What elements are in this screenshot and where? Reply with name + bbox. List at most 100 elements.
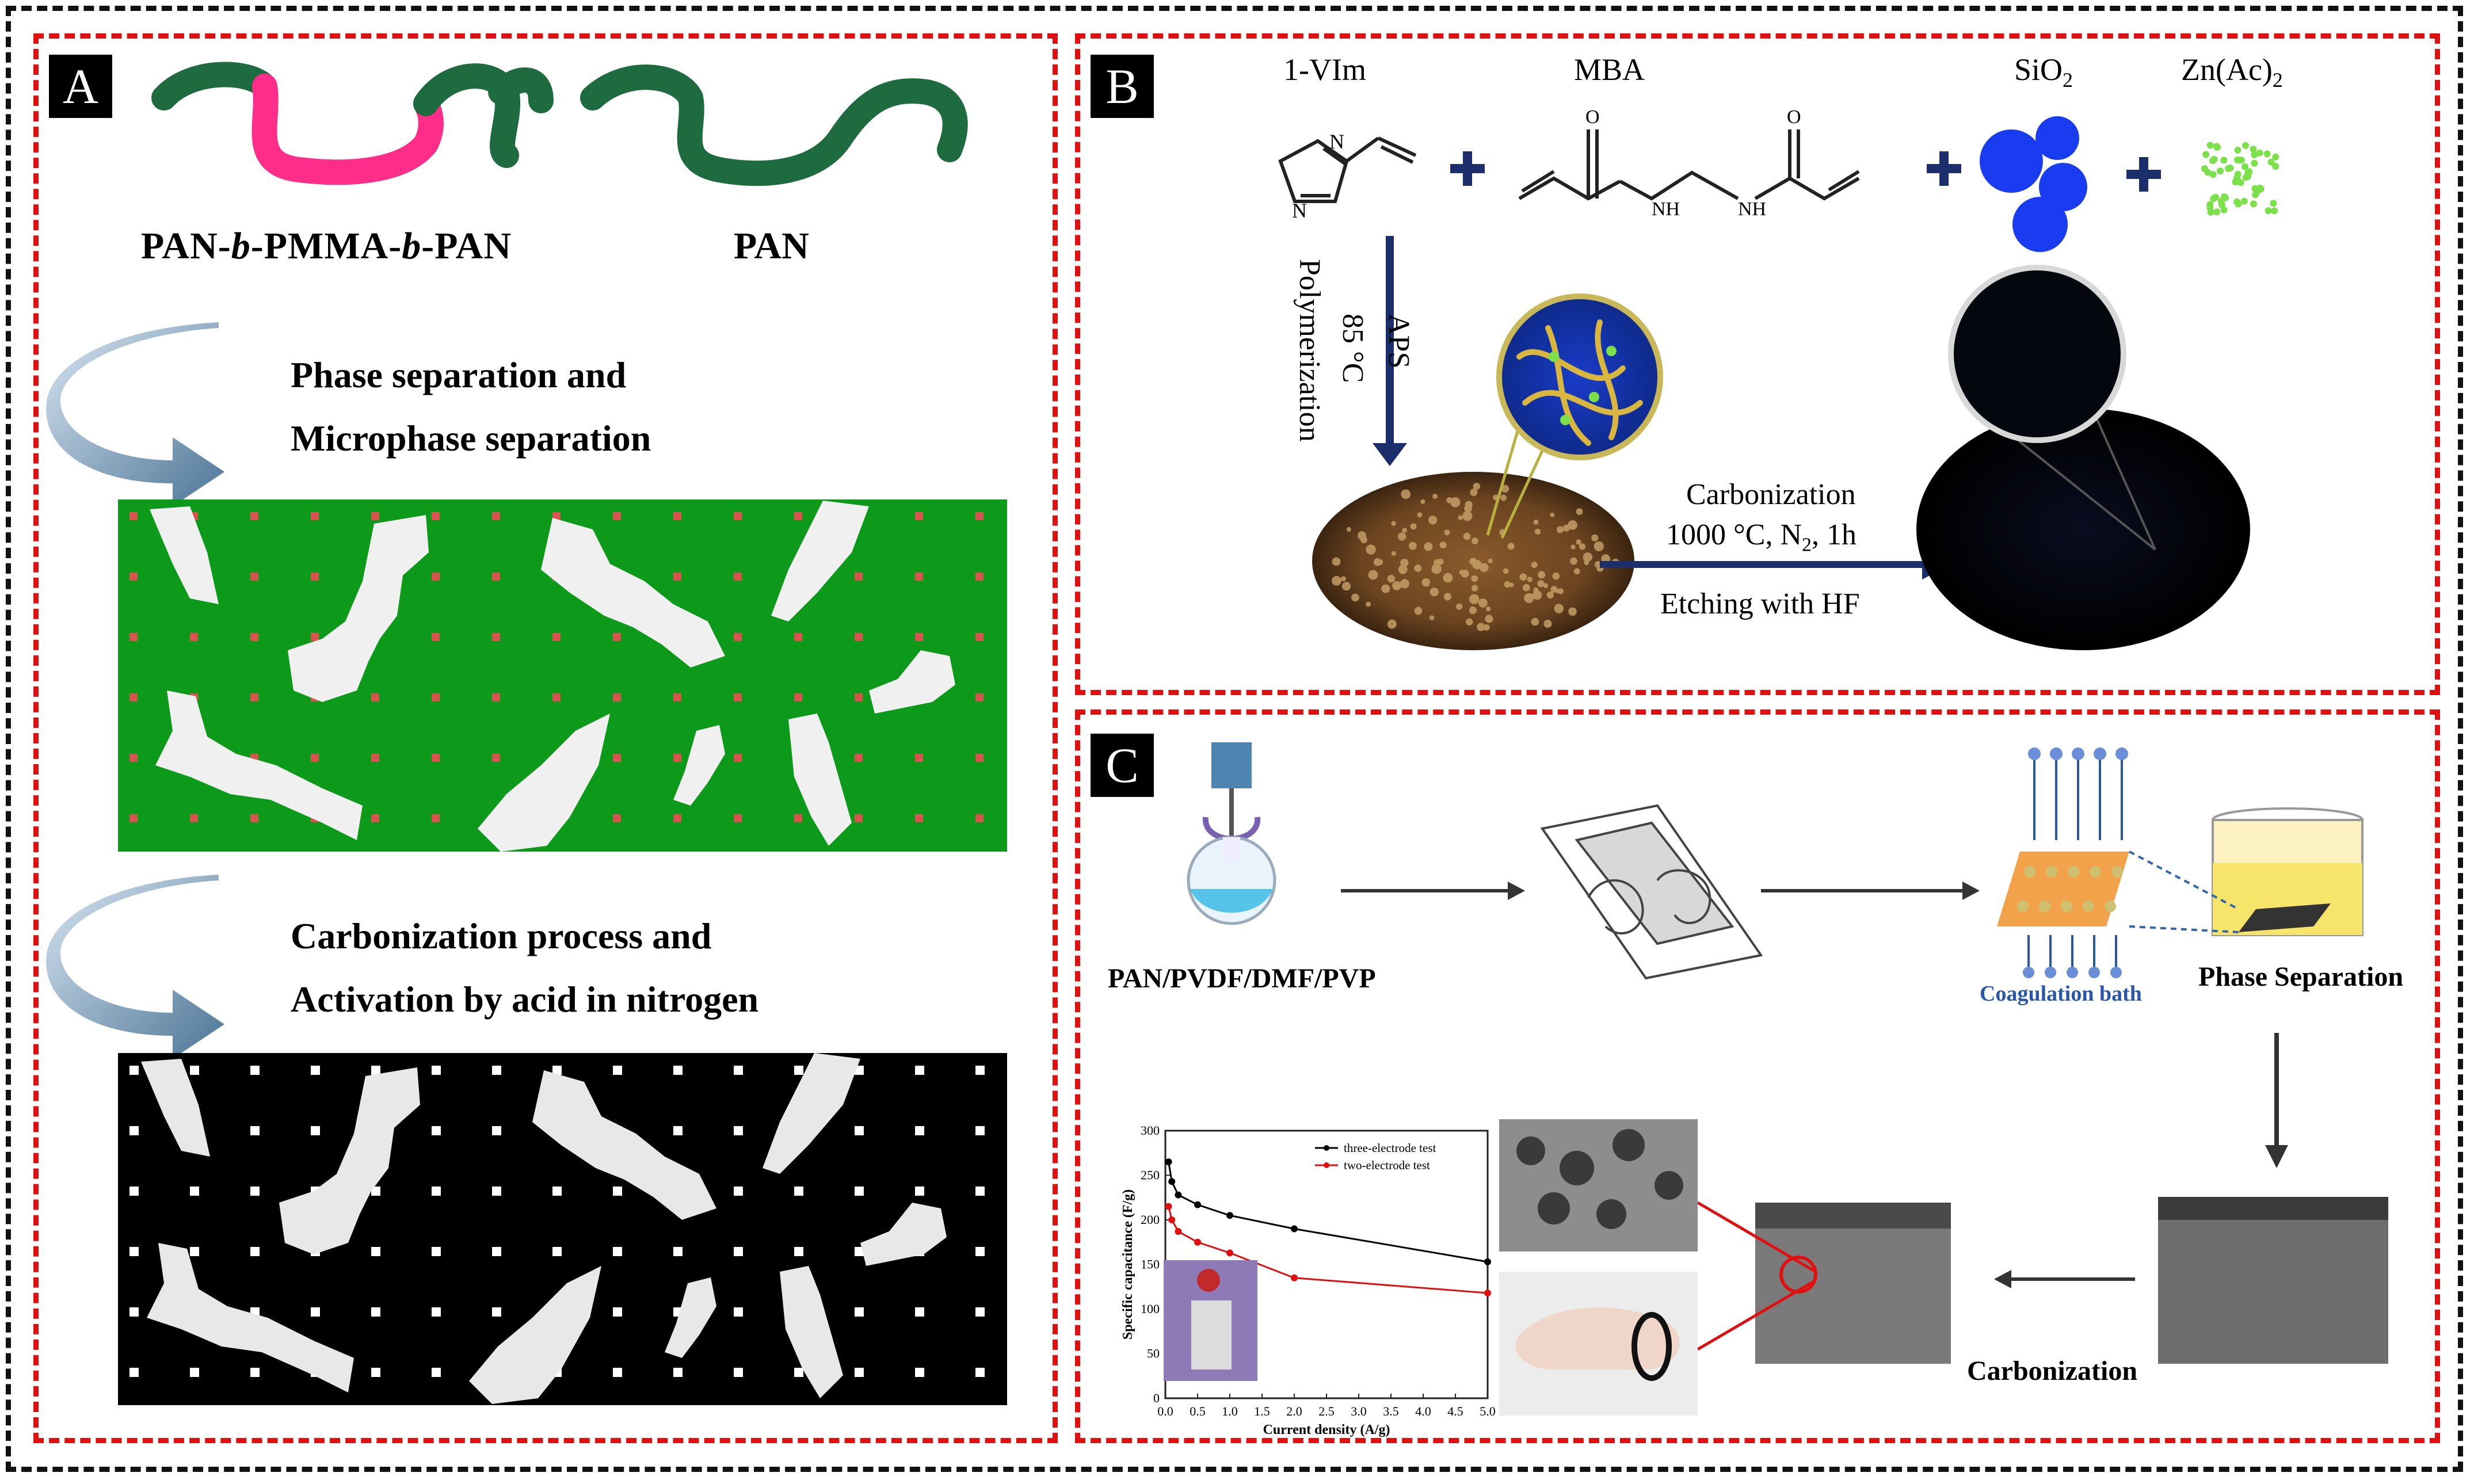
micropore-dot	[855, 814, 863, 822]
curved-arrow-icon	[46, 875, 224, 1059]
micropore-dot	[432, 1307, 441, 1317]
powder-grain	[1552, 572, 1560, 580]
micropore-dot	[492, 1066, 501, 1075]
sem-membrane-image	[2158, 1197, 2388, 1364]
x-tick-label: 3.5	[1383, 1404, 1399, 1418]
zn-dot	[2213, 143, 2220, 150]
data-point	[1291, 1225, 1298, 1233]
data-point	[1168, 1216, 1176, 1223]
polymer-bead	[2061, 901, 2072, 912]
micropore-dot	[190, 814, 198, 822]
micropore-dot	[371, 1187, 380, 1196]
micropore-dot	[250, 1126, 260, 1135]
micropore-dot	[915, 573, 923, 581]
powder-grain	[1556, 526, 1564, 533]
micropore-dot	[492, 1247, 501, 1256]
powder-grain	[1381, 584, 1390, 593]
powder-grain	[1503, 568, 1509, 574]
legend-marker	[1324, 1162, 1329, 1168]
micropore-dot	[129, 1247, 139, 1256]
powder-grain	[1463, 532, 1471, 540]
step1-line1: Phase separation and	[291, 354, 627, 395]
powder-grain	[1387, 575, 1396, 583]
micropore-dot	[311, 512, 319, 520]
powder-grain	[1341, 576, 1347, 582]
step2-line2: Activation by acid in nitrogen	[291, 979, 759, 1020]
x-tick-label: 2.5	[1318, 1404, 1335, 1418]
powder-grain	[1533, 519, 1539, 525]
zn-dot	[2271, 207, 2278, 215]
polymer-bead	[2024, 866, 2035, 878]
y-tick-label: 100	[1141, 1302, 1160, 1316]
micropore-dot	[250, 1066, 260, 1075]
etching-label: Etching with HF	[1660, 588, 1860, 620]
zn-dot	[2207, 208, 2214, 216]
polymer-bead	[2068, 866, 2079, 878]
polymer-bead	[2083, 901, 2094, 912]
powder-grain	[1346, 527, 1351, 532]
powder-grain	[1466, 618, 1473, 625]
powder-grain	[1573, 568, 1580, 575]
micropore-dot	[492, 1307, 501, 1317]
powder-grain	[1444, 529, 1450, 536]
powder-grain	[1471, 537, 1478, 545]
micropore-dot	[432, 1368, 441, 1377]
macropore-domains-green	[150, 501, 955, 852]
micropore-dot	[734, 1187, 743, 1196]
solution-label: PAN/PVDF/DMF/PVP	[1108, 963, 1376, 994]
nonsolvent-molecule	[2088, 967, 2100, 978]
micropore-dot	[613, 1368, 622, 1377]
powder-grain	[1477, 623, 1485, 631]
powder-grain	[1485, 606, 1491, 612]
powder-grain	[1473, 482, 1481, 490]
coagulation-bath-label: Coagulation bath	[1980, 982, 2142, 1006]
powder-grain	[1417, 512, 1423, 518]
legend-label: two-electrode test	[1344, 1158, 1430, 1172]
series-line	[1168, 1162, 1488, 1263]
powder-grain	[1332, 557, 1341, 566]
micropore-dot	[129, 512, 138, 520]
micropore-dot	[975, 573, 983, 581]
micropore-dot	[250, 573, 258, 581]
y-tick-label: 50	[1147, 1346, 1160, 1361]
solvent-molecule	[2094, 747, 2106, 760]
solvent-molecule	[2050, 747, 2063, 760]
y-axis-label: Specific capacitance (F/g)	[1120, 1189, 1135, 1340]
powder-grain	[1391, 551, 1396, 556]
powder-grain	[1424, 542, 1433, 551]
powder-grain	[1469, 594, 1480, 604]
panel-a	[33, 33, 1058, 1443]
coagulation-diagram	[1997, 747, 2129, 978]
zn-dot	[2263, 150, 2271, 158]
micropore-dot	[915, 1368, 924, 1377]
micropore-dot	[371, 512, 379, 520]
powder-grain	[1465, 501, 1473, 509]
powder-grain	[1524, 593, 1534, 604]
micropore-dot	[794, 512, 802, 520]
micropore-dot	[794, 1247, 803, 1256]
micropore-dot	[673, 1126, 683, 1135]
vinylimidazole-structure	[1278, 136, 1417, 203]
micropore-dot	[311, 1307, 320, 1317]
data-point	[1175, 1228, 1182, 1235]
reagent-1vim: 1-VIm	[1283, 52, 1366, 87]
zn-dot	[2201, 165, 2208, 173]
powder-grain	[1504, 581, 1511, 588]
micropore-dot	[794, 633, 802, 641]
micropore-dot	[492, 693, 500, 701]
micropore-dot	[250, 814, 258, 822]
y-tick-label: 250	[1141, 1168, 1160, 1182]
micropore-dot	[190, 633, 198, 641]
powder-grain	[1414, 606, 1423, 615]
data-point	[1168, 1178, 1176, 1185]
powder-grain	[1421, 578, 1431, 587]
micropore-dot	[855, 1247, 864, 1256]
powder-grain	[1531, 562, 1538, 569]
powder-grain	[1537, 580, 1545, 588]
powder-grain	[1387, 619, 1397, 629]
micropore-dot	[129, 1066, 139, 1075]
micropore-dot	[613, 693, 621, 701]
nonsolvent-molecule	[2067, 967, 2078, 978]
